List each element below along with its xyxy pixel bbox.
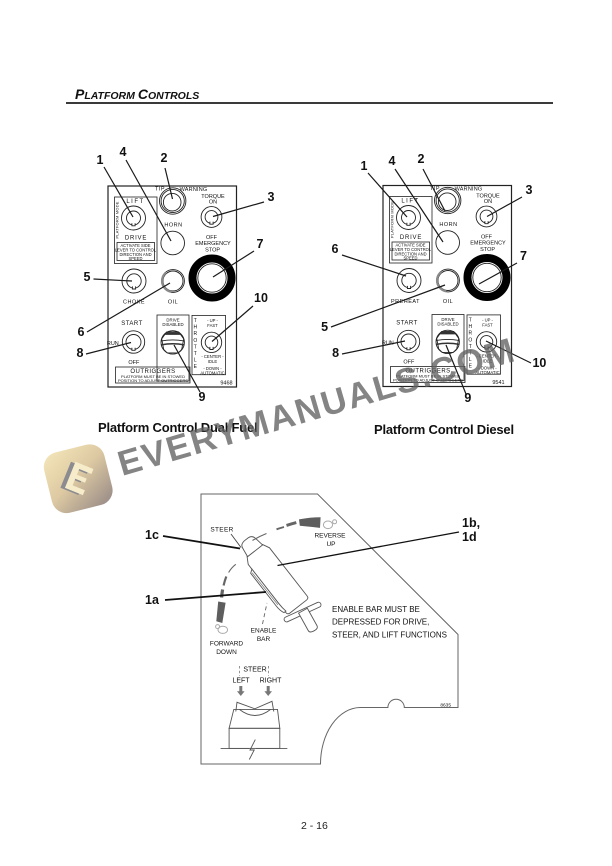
svg-text:6: 6 [332, 242, 339, 256]
svg-text:1c: 1c [145, 528, 159, 542]
svg-text:5: 5 [321, 320, 328, 334]
svg-text:1: 1 [97, 153, 104, 167]
svg-text:2: 2 [161, 151, 168, 165]
svg-text:3: 3 [526, 183, 533, 197]
svg-text:1b,: 1b, [462, 516, 480, 530]
svg-text:4: 4 [120, 145, 127, 159]
svg-text:8635: 8635 [440, 703, 451, 709]
svg-text:1: 1 [361, 159, 368, 173]
svg-text:DOWN: DOWN [216, 649, 237, 656]
svg-text:PREHEAT: PREHEAT [391, 299, 420, 305]
svg-text:ENABLE BAR MUST BE: ENABLE BAR MUST BE [332, 605, 420, 614]
svg-text:STEER: STEER [210, 527, 233, 534]
svg-text:CHOKE: CHOKE [123, 300, 145, 306]
svg-text:STEER: STEER [243, 667, 266, 674]
svg-text:6: 6 [78, 325, 85, 339]
svg-text:5: 5 [84, 270, 91, 284]
svg-text:3: 3 [268, 190, 275, 204]
svg-text:7: 7 [257, 237, 264, 251]
svg-text:10: 10 [254, 291, 268, 305]
svg-text:DEPRESSED FOR DRIVE,: DEPRESSED FOR DRIVE, [332, 618, 429, 627]
svg-text:BAR: BAR [257, 636, 271, 643]
svg-text:7: 7 [520, 249, 527, 263]
svg-text:1a: 1a [145, 593, 160, 607]
svg-text:ENABLE: ENABLE [251, 628, 277, 635]
svg-text:4: 4 [389, 154, 396, 168]
svg-text:9: 9 [199, 390, 206, 404]
svg-text:LEFT: LEFT [232, 678, 250, 685]
svg-text:9468: 9468 [220, 381, 232, 387]
svg-text:1d: 1d [462, 530, 477, 544]
svg-text:UP: UP [326, 541, 335, 548]
svg-text:RIGHT: RIGHT [260, 678, 283, 685]
svg-text:8: 8 [332, 346, 339, 360]
svg-text:8: 8 [77, 346, 84, 360]
svg-text:9: 9 [464, 391, 471, 405]
svg-text:2: 2 [418, 152, 425, 166]
svg-text:9541: 9541 [492, 380, 504, 386]
svg-text:REVERSE: REVERSE [314, 533, 346, 540]
svg-text:FORWARD: FORWARD [210, 641, 244, 648]
svg-text:STEER, AND LIFT FUNCTIONS: STEER, AND LIFT FUNCTIONS [332, 630, 447, 639]
svg-text:10: 10 [532, 356, 546, 370]
